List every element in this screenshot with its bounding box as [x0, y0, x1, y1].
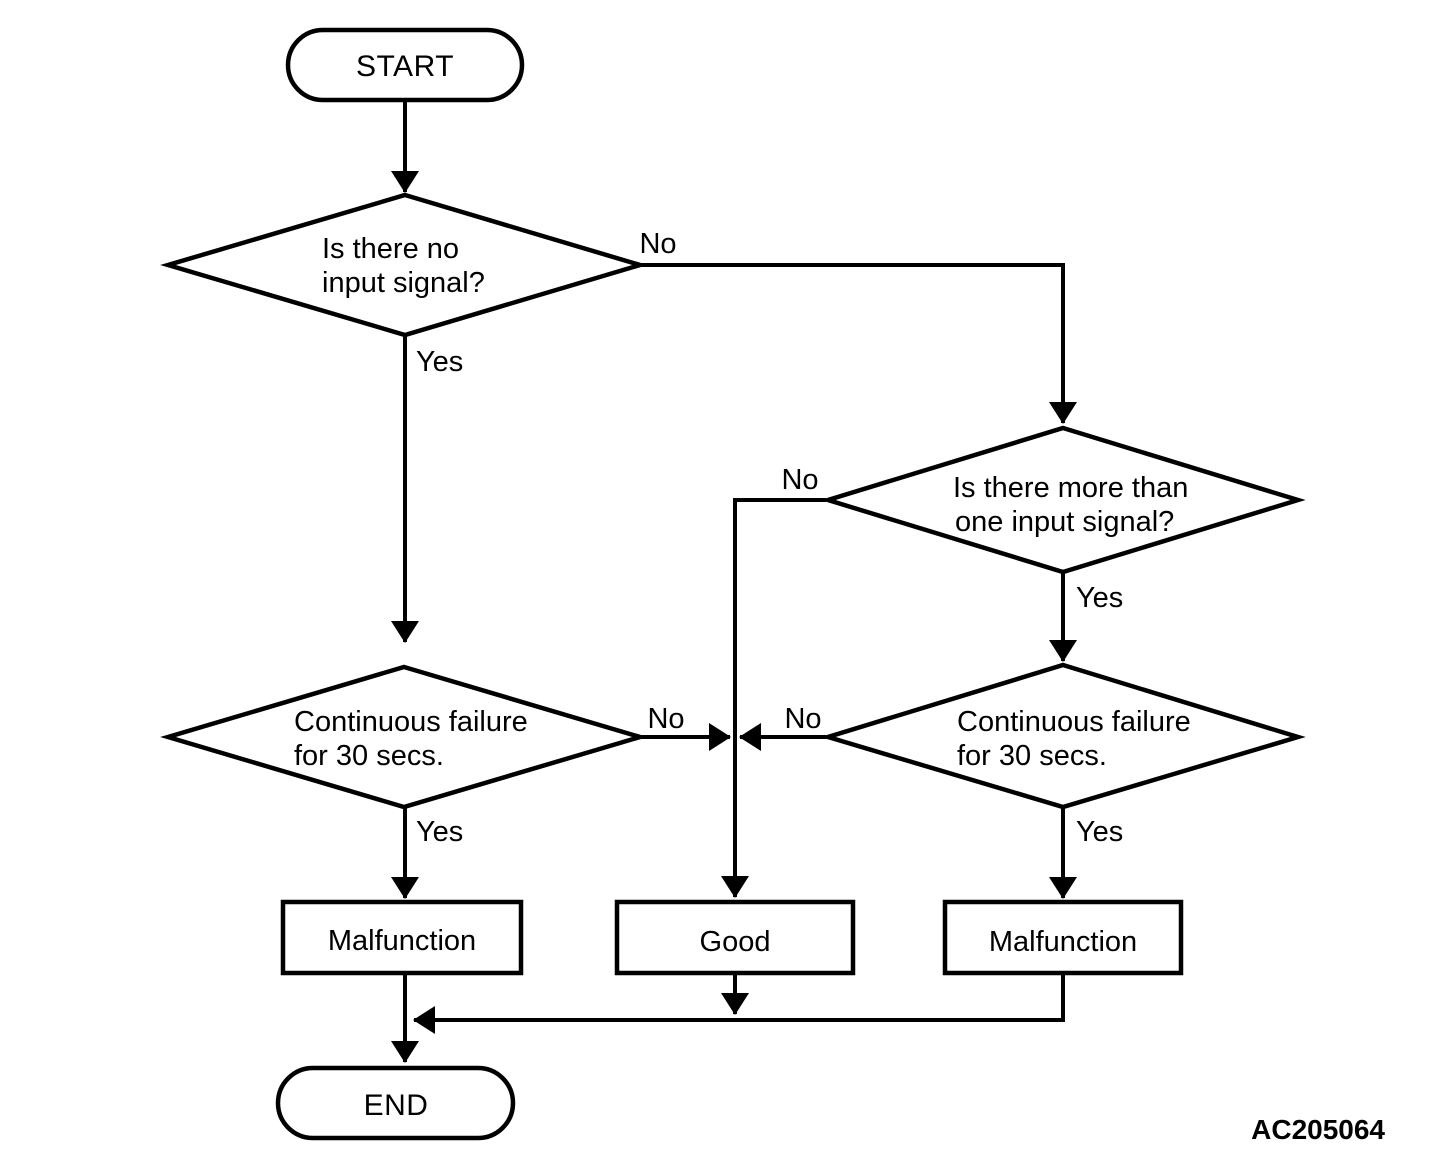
decision4-text-line1: Continuous failure	[957, 706, 1191, 738]
decision2-no-label: No	[781, 464, 818, 496]
decision4-continuous-failure-right	[820, 662, 1306, 810]
decision4-text-line2: for 30 secs.	[957, 740, 1107, 772]
decision1-yes-label: Yes	[416, 346, 463, 378]
decision1-text-line2: input signal?	[322, 267, 485, 299]
end-label: END	[364, 1089, 429, 1122]
decision4-yes-label: Yes	[1076, 816, 1123, 848]
decision3-yes-label: Yes	[416, 816, 463, 848]
figure-code: AC205064	[1251, 1114, 1385, 1145]
malfunction-left-label: Malfunction	[328, 925, 476, 957]
decision1-text-line1: Is there no	[322, 233, 459, 265]
decision3-no-label: No	[647, 703, 684, 735]
decision1-no-input-signal	[160, 192, 648, 338]
malfunction-right-label: Malfunction	[989, 926, 1137, 958]
edge-decision1-no-to-decision2	[640, 263, 1077, 424]
decision3-text-line1: Continuous failure	[294, 706, 528, 738]
malfunction-left-node	[280, 899, 524, 976]
decision2-yes-label: Yes	[1076, 582, 1123, 614]
decision2-text-line2: one input signal?	[955, 506, 1174, 538]
good-node	[614, 899, 856, 976]
decision2-more-than-one-signal	[820, 425, 1306, 575]
edge-decision2-no-to-good	[721, 498, 826, 898]
good-label: Good	[700, 926, 771, 958]
decision2-text-line1: Is there more than	[953, 472, 1188, 504]
decision4-no-label: No	[784, 703, 821, 735]
start-node	[285, 27, 525, 103]
decision3-text-line2: for 30 secs.	[294, 740, 444, 772]
malfunction-right-node	[942, 899, 1184, 976]
edge-malfunction-right-join-line	[413, 973, 1065, 1034]
decision1-no-label: No	[639, 228, 676, 260]
decision3-continuous-failure-left	[160, 664, 648, 810]
end-node	[275, 1065, 516, 1141]
start-label: START	[356, 50, 454, 83]
